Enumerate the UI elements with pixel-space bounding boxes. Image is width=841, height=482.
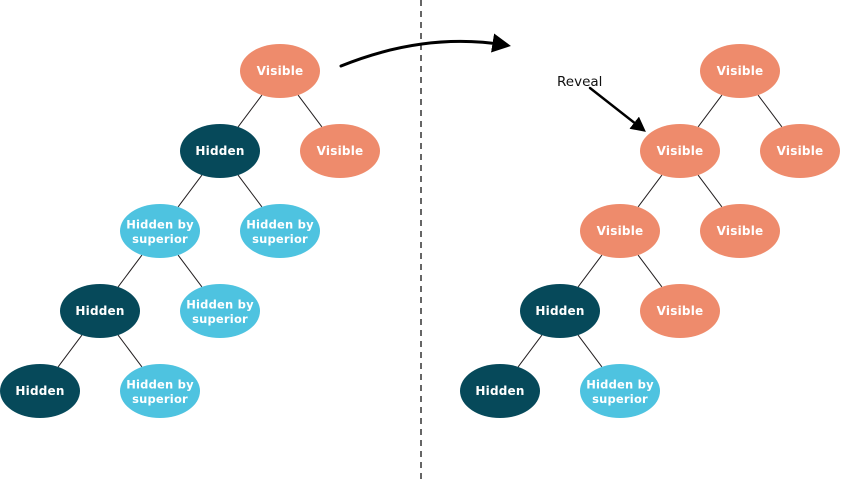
- node-shape: [60, 284, 140, 338]
- node-shape: [700, 204, 780, 258]
- node-shape: [120, 364, 200, 418]
- node-label: Hidden: [535, 304, 584, 318]
- node-label: Hidden: [195, 144, 244, 158]
- tree-edge: [577, 334, 603, 368]
- tree-edge: [637, 254, 663, 288]
- node-label: Visible: [657, 144, 704, 158]
- node-shape: [460, 364, 540, 418]
- right-tree-edges: [517, 94, 783, 368]
- left-tree-edges: [57, 94, 323, 368]
- tree-edge: [237, 174, 263, 208]
- tree-edge: [57, 334, 83, 368]
- tree-edge: [237, 94, 263, 128]
- node-shape: [0, 364, 80, 418]
- node-label: Visible: [777, 144, 824, 158]
- node-label: Hidden: [75, 304, 124, 318]
- node-label: Visible: [597, 224, 644, 238]
- tree-node-hidden[interactable]: Hidden: [460, 364, 540, 418]
- tree-node-hidden[interactable]: Hidden: [180, 124, 260, 178]
- node-shape: [520, 284, 600, 338]
- node-shape: [300, 124, 380, 178]
- node-label: Visible: [657, 304, 704, 318]
- node-shape: [580, 204, 660, 258]
- node-shape: [180, 284, 260, 338]
- tree-edge: [117, 254, 143, 288]
- tree-node-visible[interactable]: Visible: [640, 284, 720, 338]
- tree-node-visible[interactable]: Visible: [700, 44, 780, 98]
- tree-node-hidden[interactable]: Hidden: [60, 284, 140, 338]
- node-shape: [240, 44, 320, 98]
- tree-node-hidden[interactable]: Hidden: [520, 284, 600, 338]
- tree-edge: [517, 334, 543, 368]
- node-shape: [180, 124, 260, 178]
- node-shape: [240, 204, 320, 258]
- tree-node-hidden[interactable]: Hidden: [0, 364, 80, 418]
- tree-node-visible[interactable]: Visible: [580, 204, 660, 258]
- node-shape: [700, 44, 780, 98]
- tree-edge: [177, 174, 203, 208]
- tree-edge: [757, 94, 783, 128]
- node-label: Hidden: [15, 384, 64, 398]
- tree-node-visible[interactable]: Visible: [300, 124, 380, 178]
- tree-edge: [577, 254, 603, 288]
- node-shape: [120, 204, 200, 258]
- node-label: Hidden: [475, 384, 524, 398]
- node-label: Visible: [257, 64, 304, 78]
- node-label: Visible: [717, 64, 764, 78]
- transition-arrow-icon: [339, 33, 511, 68]
- node-label: Visible: [717, 224, 764, 238]
- tree-node-visible[interactable]: Visible: [640, 124, 720, 178]
- tree-node-visible[interactable]: Visible: [700, 204, 780, 258]
- node-shape: [760, 124, 840, 178]
- tree-edge: [697, 174, 723, 208]
- tree-node-visible[interactable]: Visible: [760, 124, 840, 178]
- tree-edge: [297, 94, 323, 128]
- tree-node-visible[interactable]: Visible: [240, 44, 320, 98]
- reveal-pointer-arrow-icon: [588, 86, 646, 132]
- tree-edge: [117, 334, 143, 368]
- reveal-annotation-label: Reveal: [557, 74, 602, 90]
- tree-edge: [637, 174, 663, 208]
- node-shape: [640, 124, 720, 178]
- node-shape: [640, 284, 720, 338]
- tree-edge: [697, 94, 723, 128]
- node-shape: [580, 364, 660, 418]
- tree-edge: [177, 254, 203, 288]
- node-label: Visible: [317, 144, 364, 158]
